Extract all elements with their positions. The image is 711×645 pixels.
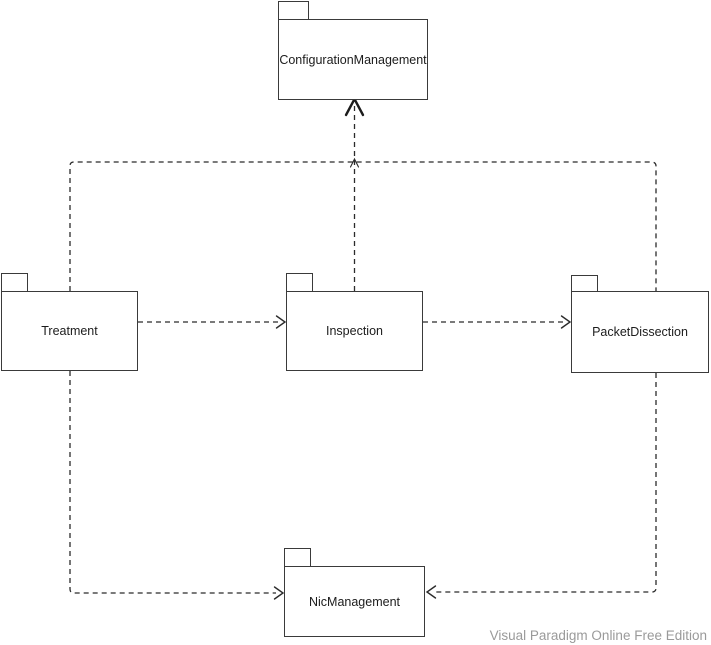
package-tab [571, 275, 598, 291]
package-inspection[interactable]: Inspection [286, 273, 423, 371]
package-body: PacketDissection [571, 291, 709, 373]
dependency-inspection-to-configuration[interactable] [344, 96, 365, 291]
dependency-treatment-to-nicmanagement[interactable] [69, 371, 285, 600]
watermark: Visual Paradigm Online Free Edition [489, 628, 707, 643]
package-body: Inspection [286, 291, 423, 371]
dependency-treatment-to-inspection[interactable] [138, 315, 287, 329]
package-nic-management[interactable]: NicManagement [284, 548, 425, 637]
package-tab [286, 273, 313, 291]
package-label: ConfigurationManagement [279, 52, 427, 67]
package-body: ConfigurationManagement [278, 19, 428, 100]
package-treatment[interactable]: Treatment [1, 273, 138, 371]
package-label: PacketDissection [592, 325, 688, 339]
package-configuration-management[interactable]: ConfigurationManagement [278, 1, 428, 100]
package-label: Treatment [41, 324, 98, 338]
package-label: NicManagement [308, 594, 400, 609]
dependency-packetdissection-to-nicmanagement[interactable] [425, 373, 657, 599]
dependency-treatment-packetdissection-to-configuration[interactable] [69, 157, 657, 291]
package-tab [278, 1, 309, 19]
package-tab [1, 273, 28, 291]
dependency-inspection-to-packetdissection[interactable] [423, 315, 572, 329]
package-label: Inspection [326, 324, 383, 338]
package-tab [284, 548, 311, 566]
package-body: NicManagement [284, 566, 425, 637]
package-packet-dissection[interactable]: PacketDissection [571, 275, 709, 373]
package-body: Treatment [1, 291, 138, 371]
